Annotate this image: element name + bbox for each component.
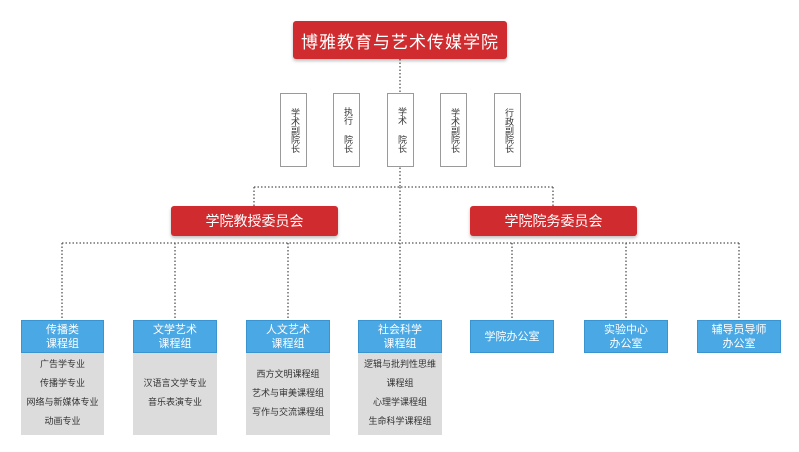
list-item: 音乐表演专业	[147, 398, 202, 408]
unit-literature-arts-group: 文学艺术课程组	[133, 320, 217, 353]
leader-admin-vice-dean: 行政副院长	[494, 93, 521, 167]
list-item: 汉语言文学专业	[143, 379, 207, 389]
list-item: 传播学专业	[39, 379, 85, 389]
unit-humanities-arts-group: 人文艺术课程组	[246, 320, 330, 353]
unit-communication-majors: 广告学专业 传播学专业 网络与新媒体专业 动画专业	[21, 353, 104, 435]
professor-committee: 学院教授委员会	[171, 206, 338, 236]
list-item: 写作与交流课程组	[251, 407, 324, 418]
list-item: 网络与新媒体专业	[26, 398, 99, 408]
unit-literature-arts-majors: 汉语言文学专业 音乐表演专业	[133, 353, 217, 435]
list-item: 心理学课程组	[372, 398, 427, 408]
leader-academic-vice-dean-2: 学术副院长	[440, 93, 467, 167]
unit-counselor-office: 辅导员导师办公室	[697, 320, 781, 353]
affairs-committee: 学院院务委员会	[470, 206, 637, 236]
unit-social-science-courses: 逻辑与批判性思维 课程组 心理学课程组 生命科学课程组	[358, 353, 442, 435]
list-item: 艺术与审美课程组	[251, 388, 324, 399]
unit-communication-group: 传播类课程组	[21, 320, 104, 353]
list-item: 课程组	[386, 379, 414, 389]
list-item: 生命科学课程组	[368, 417, 432, 427]
list-item: 动画专业	[44, 417, 81, 427]
leader-academic-vice-dean-1: 学术副院长	[280, 93, 307, 167]
leader-executive-dean: 执行 院长	[333, 93, 360, 167]
list-item: 广告学专业	[39, 360, 85, 370]
college-title: 博雅教育与艺术传媒学院	[293, 21, 507, 59]
unit-lab-center-office: 实验中心办公室	[584, 320, 668, 353]
list-item: 西方文明课程组	[256, 369, 320, 380]
leader-academic-dean: 学术 院长	[387, 93, 414, 167]
unit-humanities-arts-courses: 西方文明课程组 艺术与审美课程组 写作与交流课程组	[246, 353, 330, 435]
unit-college-office: 学院办公室	[470, 320, 554, 353]
unit-social-science-group: 社会科学课程组	[358, 320, 442, 353]
list-item: 逻辑与批判性思维	[363, 360, 436, 370]
